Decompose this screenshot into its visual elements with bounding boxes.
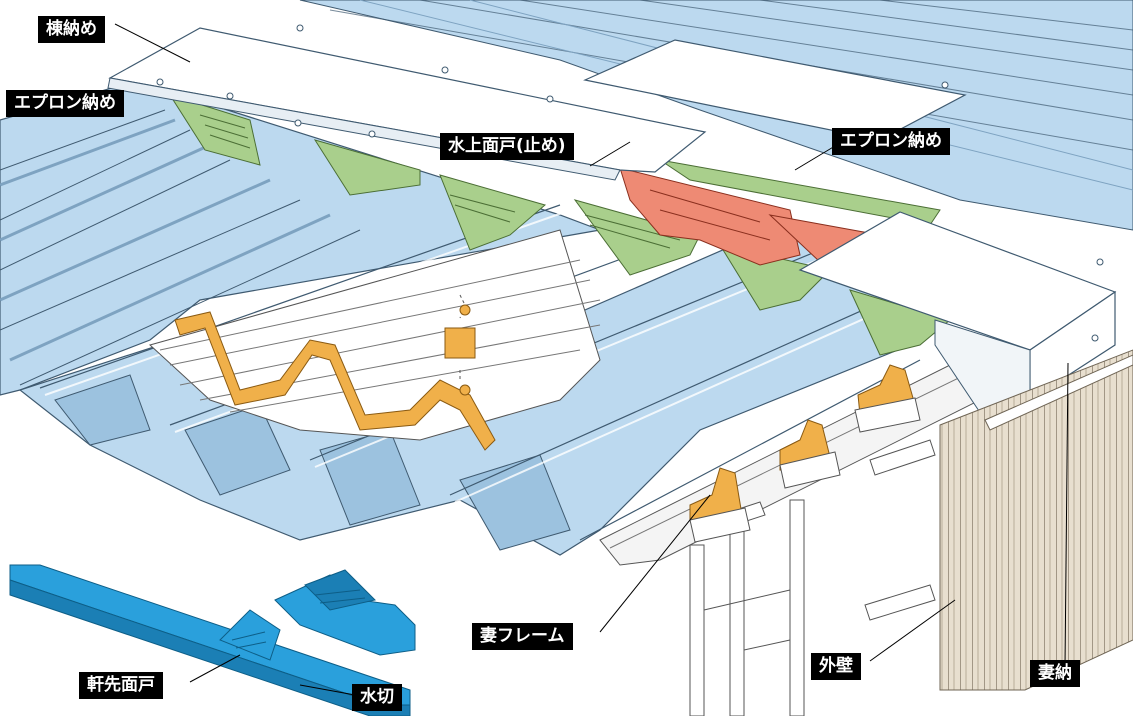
label-gable-trim: 妻納 bbox=[1030, 660, 1080, 687]
label-upper-closure: 水上面戸(止め) bbox=[440, 133, 574, 160]
leader-lines bbox=[114, 23, 1069, 696]
label-gable-frame: 妻フレーム bbox=[472, 623, 573, 650]
front-roof-panels bbox=[18, 204, 941, 556]
exterior-wall bbox=[939, 349, 1133, 691]
label-exterior-wall: 外壁 bbox=[811, 653, 861, 680]
label-eave-closure: 軒先面戸 bbox=[79, 672, 163, 699]
label-ridge: 棟納め bbox=[38, 16, 105, 43]
orange-brackets bbox=[174, 294, 921, 543]
label-flashing: 水切 bbox=[352, 684, 402, 711]
label-apron-left: エプロン納め bbox=[6, 90, 124, 117]
label-apron-right: エプロン納め bbox=[832, 128, 950, 155]
green-closures bbox=[168, 94, 952, 356]
